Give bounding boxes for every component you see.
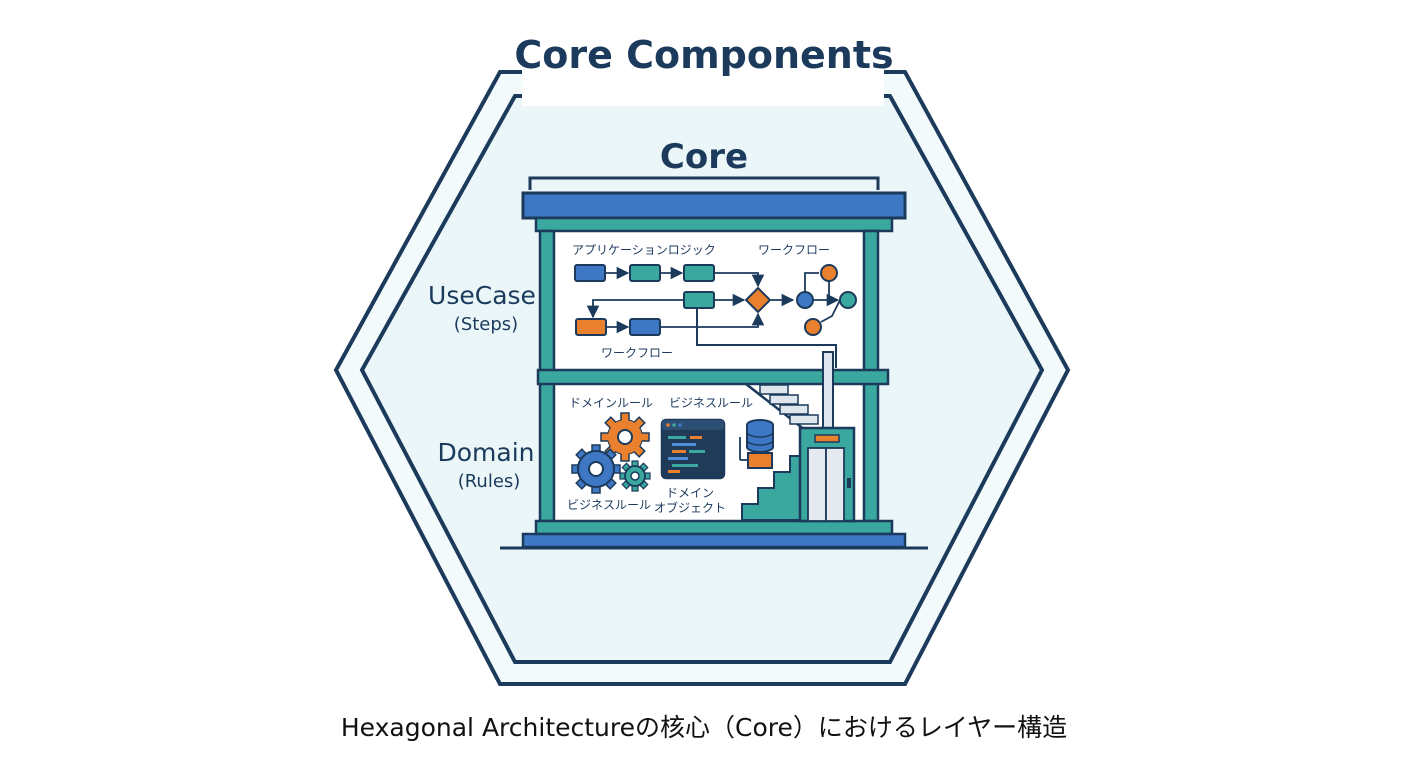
domain-caption-domain-rules: ドメインルール [569,396,653,410]
domain-sublabel: (Rules) [458,471,521,492]
footer-caption: Hexagonal Architectureの核心（Core）におけるレイヤー構… [341,713,1067,742]
orange-object-box [747,452,773,469]
elevator-indicator [814,434,840,443]
database-icon [746,419,774,453]
flow-step-6 [629,318,661,336]
elevator-door-right [825,447,845,522]
usecase-caption-workflow-top: ワークフロー [758,243,830,257]
domain-caption-domain-line1: ドメイン [666,486,714,500]
usecase-flowchart [574,264,857,368]
elevator-shaft-pipe [822,351,834,431]
diagram-title: Core Components [514,33,893,77]
elevator-door-left [807,447,827,522]
code-window-icon [660,418,726,480]
flow-step-1 [574,264,606,282]
middle-floor [536,368,890,386]
gear-teal-icon [619,460,651,492]
elevator [798,351,856,523]
flow-node-center [796,291,814,309]
flow-node-bottom [804,318,822,336]
usecase-label: UseCase [428,281,536,310]
domain-caption-business-rules-bottom: ビジネスルール [567,498,651,512]
flow-node-top [820,264,838,282]
building-base [521,532,907,549]
base-beam [534,519,894,536]
decision-diamond [744,286,772,314]
flow-step-2 [629,264,661,282]
connector-to-elevator [696,308,837,368]
usecase-caption-app-logic: アプリケーションロジック [572,243,716,257]
usecase-sublabel: (Steps) [454,314,518,335]
flow-step-3 [683,264,715,282]
roof-beam [534,216,894,233]
gear-blue-icon [571,444,621,494]
core-label: Core [660,137,748,177]
title-backdrop [522,60,884,106]
usecase-caption-workflow-bottom: ワークフロー [601,346,673,360]
domain-caption-business-rules-top: ビジネスルール [669,396,753,410]
flow-step-5 [575,318,607,336]
domain-label: Domain [437,438,534,467]
building-roof [521,191,907,220]
core-bracket [528,176,880,190]
domain-caption-domain-line2: オブジェクト [654,500,726,515]
flow-node-right [839,291,857,309]
flow-step-4 [683,291,715,309]
